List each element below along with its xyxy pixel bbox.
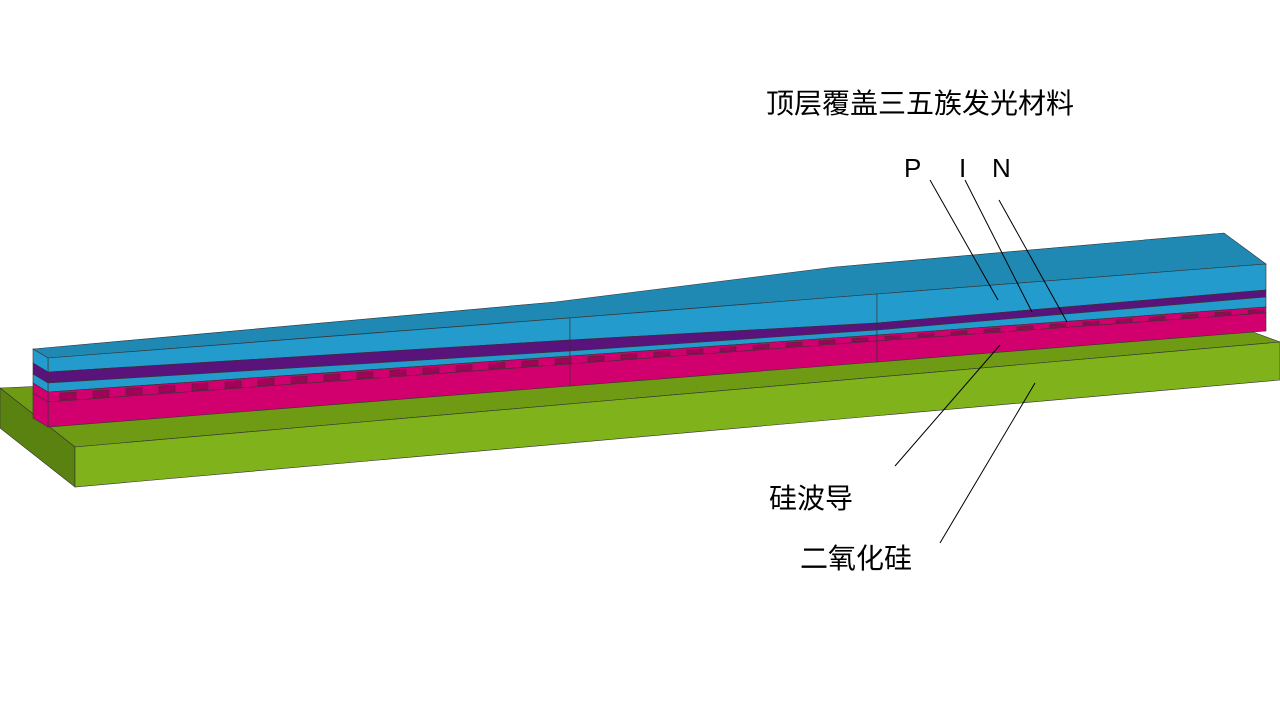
grating-tooth (1049, 323, 1067, 328)
p-label: P (904, 153, 922, 183)
sio2-leader-line (939, 382, 1036, 544)
grating-tooth (191, 382, 209, 391)
leader-lines (894, 179, 1068, 544)
grating-tooth (356, 371, 374, 379)
grating-tooth (1082, 320, 1100, 326)
grating-tooth (1181, 313, 1199, 319)
si-waveguide (876, 312, 1267, 363)
sio2-label: 二氧化硅 (800, 542, 913, 575)
title-label: 顶层覆盖三五族发光材料 (766, 87, 1075, 120)
grating-tooth (752, 344, 770, 350)
grating-tooth (785, 341, 803, 348)
grating-tooth (389, 368, 407, 377)
waveguide-grating (59, 308, 1265, 401)
si-waveguide-label: 硅波导 (769, 482, 854, 515)
grating-tooth (422, 366, 440, 375)
n-leader-line (998, 199, 1068, 323)
grating-tooth (983, 327, 1001, 333)
grating-tooth (455, 364, 473, 372)
grating-tooth (1016, 325, 1034, 331)
grating-tooth (653, 350, 671, 358)
grating-tooth (224, 380, 242, 389)
sio2-substrate (0, 331, 1280, 488)
grating-tooth (719, 346, 737, 353)
device-stack (32, 232, 1267, 428)
grating-tooth (620, 353, 638, 360)
grating-tooth (92, 389, 110, 399)
grating-tooth (521, 359, 539, 367)
i-leader-line (964, 179, 1033, 313)
grating-tooth (587, 355, 605, 362)
grating-tooth (1148, 315, 1166, 321)
grating-tooth (1247, 308, 1265, 314)
grating-tooth (686, 348, 704, 355)
grating-tooth (158, 384, 176, 394)
grating-tooth (125, 387, 143, 396)
grating-tooth (884, 334, 902, 340)
grating-tooth (554, 357, 572, 365)
grating-tooth (851, 337, 869, 343)
si-waveguide-leader-line (894, 344, 1001, 467)
grating-tooth (1214, 311, 1232, 316)
si-waveguide-side (32, 392, 49, 428)
p-leader-line (929, 179, 999, 301)
grating-tooth (257, 378, 275, 387)
grating-tooth (818, 339, 836, 345)
sio2-front-face (74, 341, 1280, 488)
n-label: N (992, 153, 1011, 183)
grating-tooth (950, 330, 968, 335)
i-label: I (959, 153, 967, 183)
grating-tooth (59, 391, 77, 401)
grating-tooth (917, 332, 935, 338)
grating-tooth (323, 373, 341, 382)
grating-tooth (1115, 318, 1133, 324)
grating-tooth (290, 375, 308, 384)
grating-tooth (488, 362, 506, 370)
